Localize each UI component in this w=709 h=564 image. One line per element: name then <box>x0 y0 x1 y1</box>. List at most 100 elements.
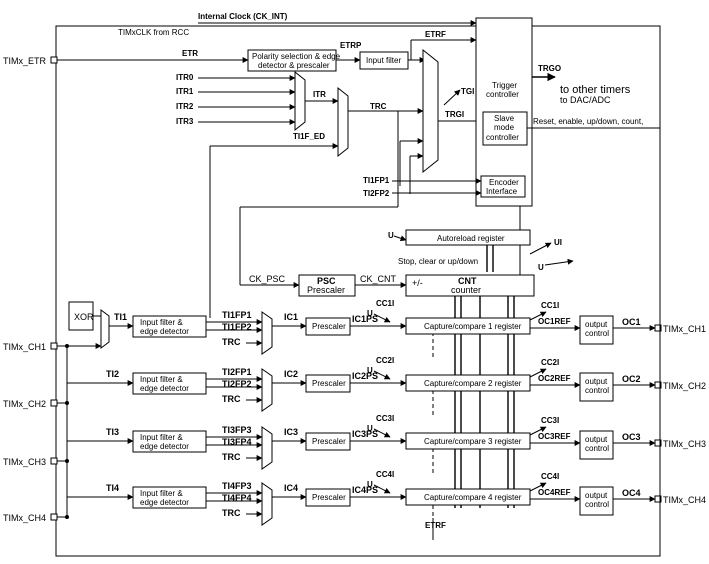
ch1-input-filter <box>132 315 207 338</box>
ch1-filter-line2: edge detector <box>140 327 189 336</box>
ch3-ti-label: TI3 <box>106 427 119 437</box>
ch4-ccr-label: Capture/compare 4 register <box>424 493 522 502</box>
ch2-ocref-label: OC2REF <box>538 374 571 383</box>
ch4-input-filter <box>132 486 207 509</box>
ch4-ic-label: IC4 <box>284 483 298 493</box>
ti1fp1-label: TI1FP1 <box>363 176 390 185</box>
etrf-label: ETRF <box>425 30 446 39</box>
ch3-output-control <box>579 430 614 460</box>
ch2-ti-label: TI2 <box>106 369 119 379</box>
ch2-out-pin-label: TIMx_CH2 <box>663 381 706 391</box>
ch2-output-line2: control <box>585 386 609 395</box>
ch2-output-pin <box>654 381 662 389</box>
svg-text:Slave: Slave <box>494 114 515 123</box>
tgi-label: TGI <box>461 87 474 96</box>
ch2-input-pin <box>50 399 58 407</box>
ti2fp2-label: TI2FP2 <box>363 189 390 198</box>
ui-label: UI <box>554 238 562 247</box>
trgi-mux <box>422 48 439 174</box>
ch2-trc-label: TRC <box>222 394 241 404</box>
etrp-label: ETRP <box>340 41 362 50</box>
ch4-cci-label-out: CC4I <box>541 472 559 481</box>
ch1-trc-label: TRC <box>222 337 241 347</box>
ch4-input-pin <box>50 513 58 521</box>
ch4-output-line1: output <box>585 491 608 500</box>
ch3-prescaler-label: Prescaler <box>312 437 346 446</box>
svg-text:Interface: Interface <box>486 187 518 196</box>
ch1-u-wire <box>373 313 391 323</box>
dac-adc-label: to DAC/ADC <box>560 95 611 105</box>
ch3-trc-label: TRC <box>222 452 241 462</box>
ck-cnt-label: CK_CNT <box>360 274 397 284</box>
trgi-label: TRGI <box>445 110 464 119</box>
svg-text:mode: mode <box>494 123 515 132</box>
ch4-output-line2: control <box>585 500 609 509</box>
u-label-counter: U <box>538 263 544 272</box>
ch3-u-label: U <box>367 424 373 433</box>
itr2-label: ITR2 <box>176 102 194 111</box>
ch1-prescaler-label: Prescaler <box>312 322 346 331</box>
ch2-output-line1: output <box>585 377 608 386</box>
ch1-fp-a-label: TI1FP1 <box>222 310 252 320</box>
ch2-ic-label: IC2 <box>284 369 298 379</box>
autoreload-register <box>405 229 531 246</box>
ch2-ccr <box>405 374 531 392</box>
svg-text:PSC: PSC <box>317 276 336 286</box>
cnt-counter <box>405 274 535 297</box>
svg-text:XOR: XOR <box>74 312 94 322</box>
ch4-output-control <box>579 486 614 516</box>
ch4-output-pin <box>654 495 662 503</box>
ch2-u-label: U <box>367 366 373 375</box>
ch1-oc-label: OC1 <box>622 317 641 327</box>
ch3-fp-a-label: TI3FP3 <box>222 425 252 435</box>
ch3-cci-wire <box>529 426 547 436</box>
ch1-ic-mux <box>261 311 273 355</box>
ch4-fp-a-label: TI4FP3 <box>222 481 252 491</box>
ch3-ic-mux <box>261 426 273 470</box>
ch4-out-pin-label: TIMx_CH4 <box>663 495 706 505</box>
ch2-oc-label: OC2 <box>622 374 641 384</box>
ch2-pin-label: TIMx_CH2 <box>3 399 46 409</box>
ch2-icps-label: IC2PS <box>352 371 378 381</box>
ch1-cci-label-in: CC1I <box>376 299 394 308</box>
ch1-filter-line1: Input filter & <box>140 318 183 327</box>
itr-mux <box>294 70 306 132</box>
trc-label: TRC <box>370 102 387 111</box>
ch4-fp-b-label: TI4FP4 <box>222 493 252 503</box>
ch1-output-control <box>579 315 614 345</box>
etrf-bottom-label: ETRF <box>425 521 446 530</box>
ch1-output-line1: output <box>585 320 608 329</box>
svg-text:Encoder: Encoder <box>489 178 519 187</box>
polarity-line1: Polarity selection & edge <box>252 52 341 61</box>
ch2-filter-line1: Input filter & <box>140 375 183 384</box>
ch3-oc-label: OC3 <box>622 432 641 442</box>
trigger-line1: Trigger <box>492 81 517 90</box>
ti1f-ed-label: TI1F_ED <box>293 132 325 141</box>
ch2-filter-line2: edge detector <box>140 384 189 393</box>
ch2-output-control <box>579 372 614 402</box>
ch1-ccr-label: Capture/compare 1 register <box>424 322 522 331</box>
svg-text:+/-: +/- <box>412 278 423 288</box>
ch2-cci-label-out: CC2I <box>541 358 559 367</box>
ch4-prescaler-label: Prescaler <box>312 493 346 502</box>
ch1-ti-label: TI1 <box>114 312 127 322</box>
ch4-oc-label: OC4 <box>622 488 641 498</box>
ch3-ccr-label: Capture/compare 3 register <box>424 437 522 446</box>
ch1-ic-label: IC1 <box>284 312 298 322</box>
ch4-icps-label: IC4PS <box>352 485 378 495</box>
etr-label: ETR <box>182 49 198 58</box>
ch4-ocref-label: OC4REF <box>538 488 571 497</box>
ck-psc-label: CK_PSC <box>249 274 286 284</box>
ch1-fp-b-label: TI1FP2 <box>222 322 252 332</box>
trgo-label: TRGO <box>538 64 561 73</box>
ch2-prescaler-label: Prescaler <box>312 379 346 388</box>
itr3-label: ITR3 <box>176 117 194 126</box>
ch3-filter-line2: edge detector <box>140 442 189 451</box>
internal-clock-label: Internal Clock (CK_INT) <box>198 12 288 21</box>
ch3-filter-line1: Input filter & <box>140 433 183 442</box>
other-timers-label: to other timers <box>560 84 631 96</box>
ch3-u-wire <box>373 428 391 438</box>
ch1-output-line2: control <box>585 329 609 338</box>
